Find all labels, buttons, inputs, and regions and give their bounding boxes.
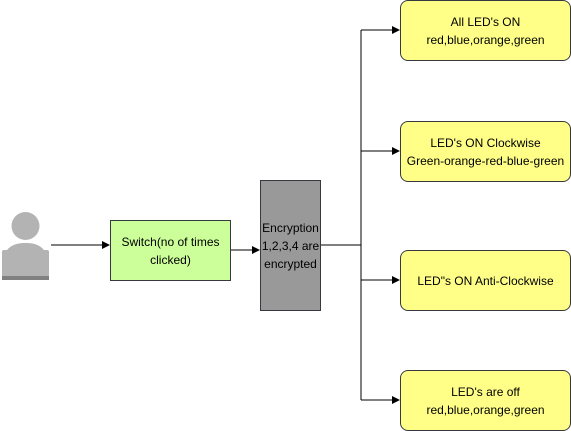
output-box-off: LED's are off red,blue,orange,green [400,370,571,431]
encryption-box: Encryption 1,2,3,4 are encrypted [260,180,321,311]
encryption-label-line3: encrypted [264,256,317,271]
output-2-line2: Green-orange-red-blue-green [406,153,565,168]
encryption-label-line1: Encryption [262,220,319,235]
switch-label-line1: Switch(no of times [121,234,220,249]
output-4-line1: LED's are off [451,384,520,399]
user-icon [2,212,49,280]
encryption-label-line2: 1,2,3,4 are [261,238,320,253]
output-1-line2: red,blue,orange,green [426,32,545,47]
output-box-all-on: All LED's ON red,blue,orange,green [400,0,571,61]
output-box-clockwise: LED's ON Clockwise Green-orange-red-blue… [400,121,571,182]
output-4-line2: red,blue,orange,green [426,402,545,417]
switch-box: Switch(no of times clicked) [110,220,231,281]
output-2-line1: LED's ON Clockwise [430,135,541,150]
output-1-line1: All LED's ON [450,14,521,29]
switch-label-line2: clicked) [150,252,191,267]
output-box-anticlockwise: LED"s ON Anti-Clockwise [400,250,571,311]
output-3-line1: LED"s ON Anti-Clockwise [417,273,554,288]
